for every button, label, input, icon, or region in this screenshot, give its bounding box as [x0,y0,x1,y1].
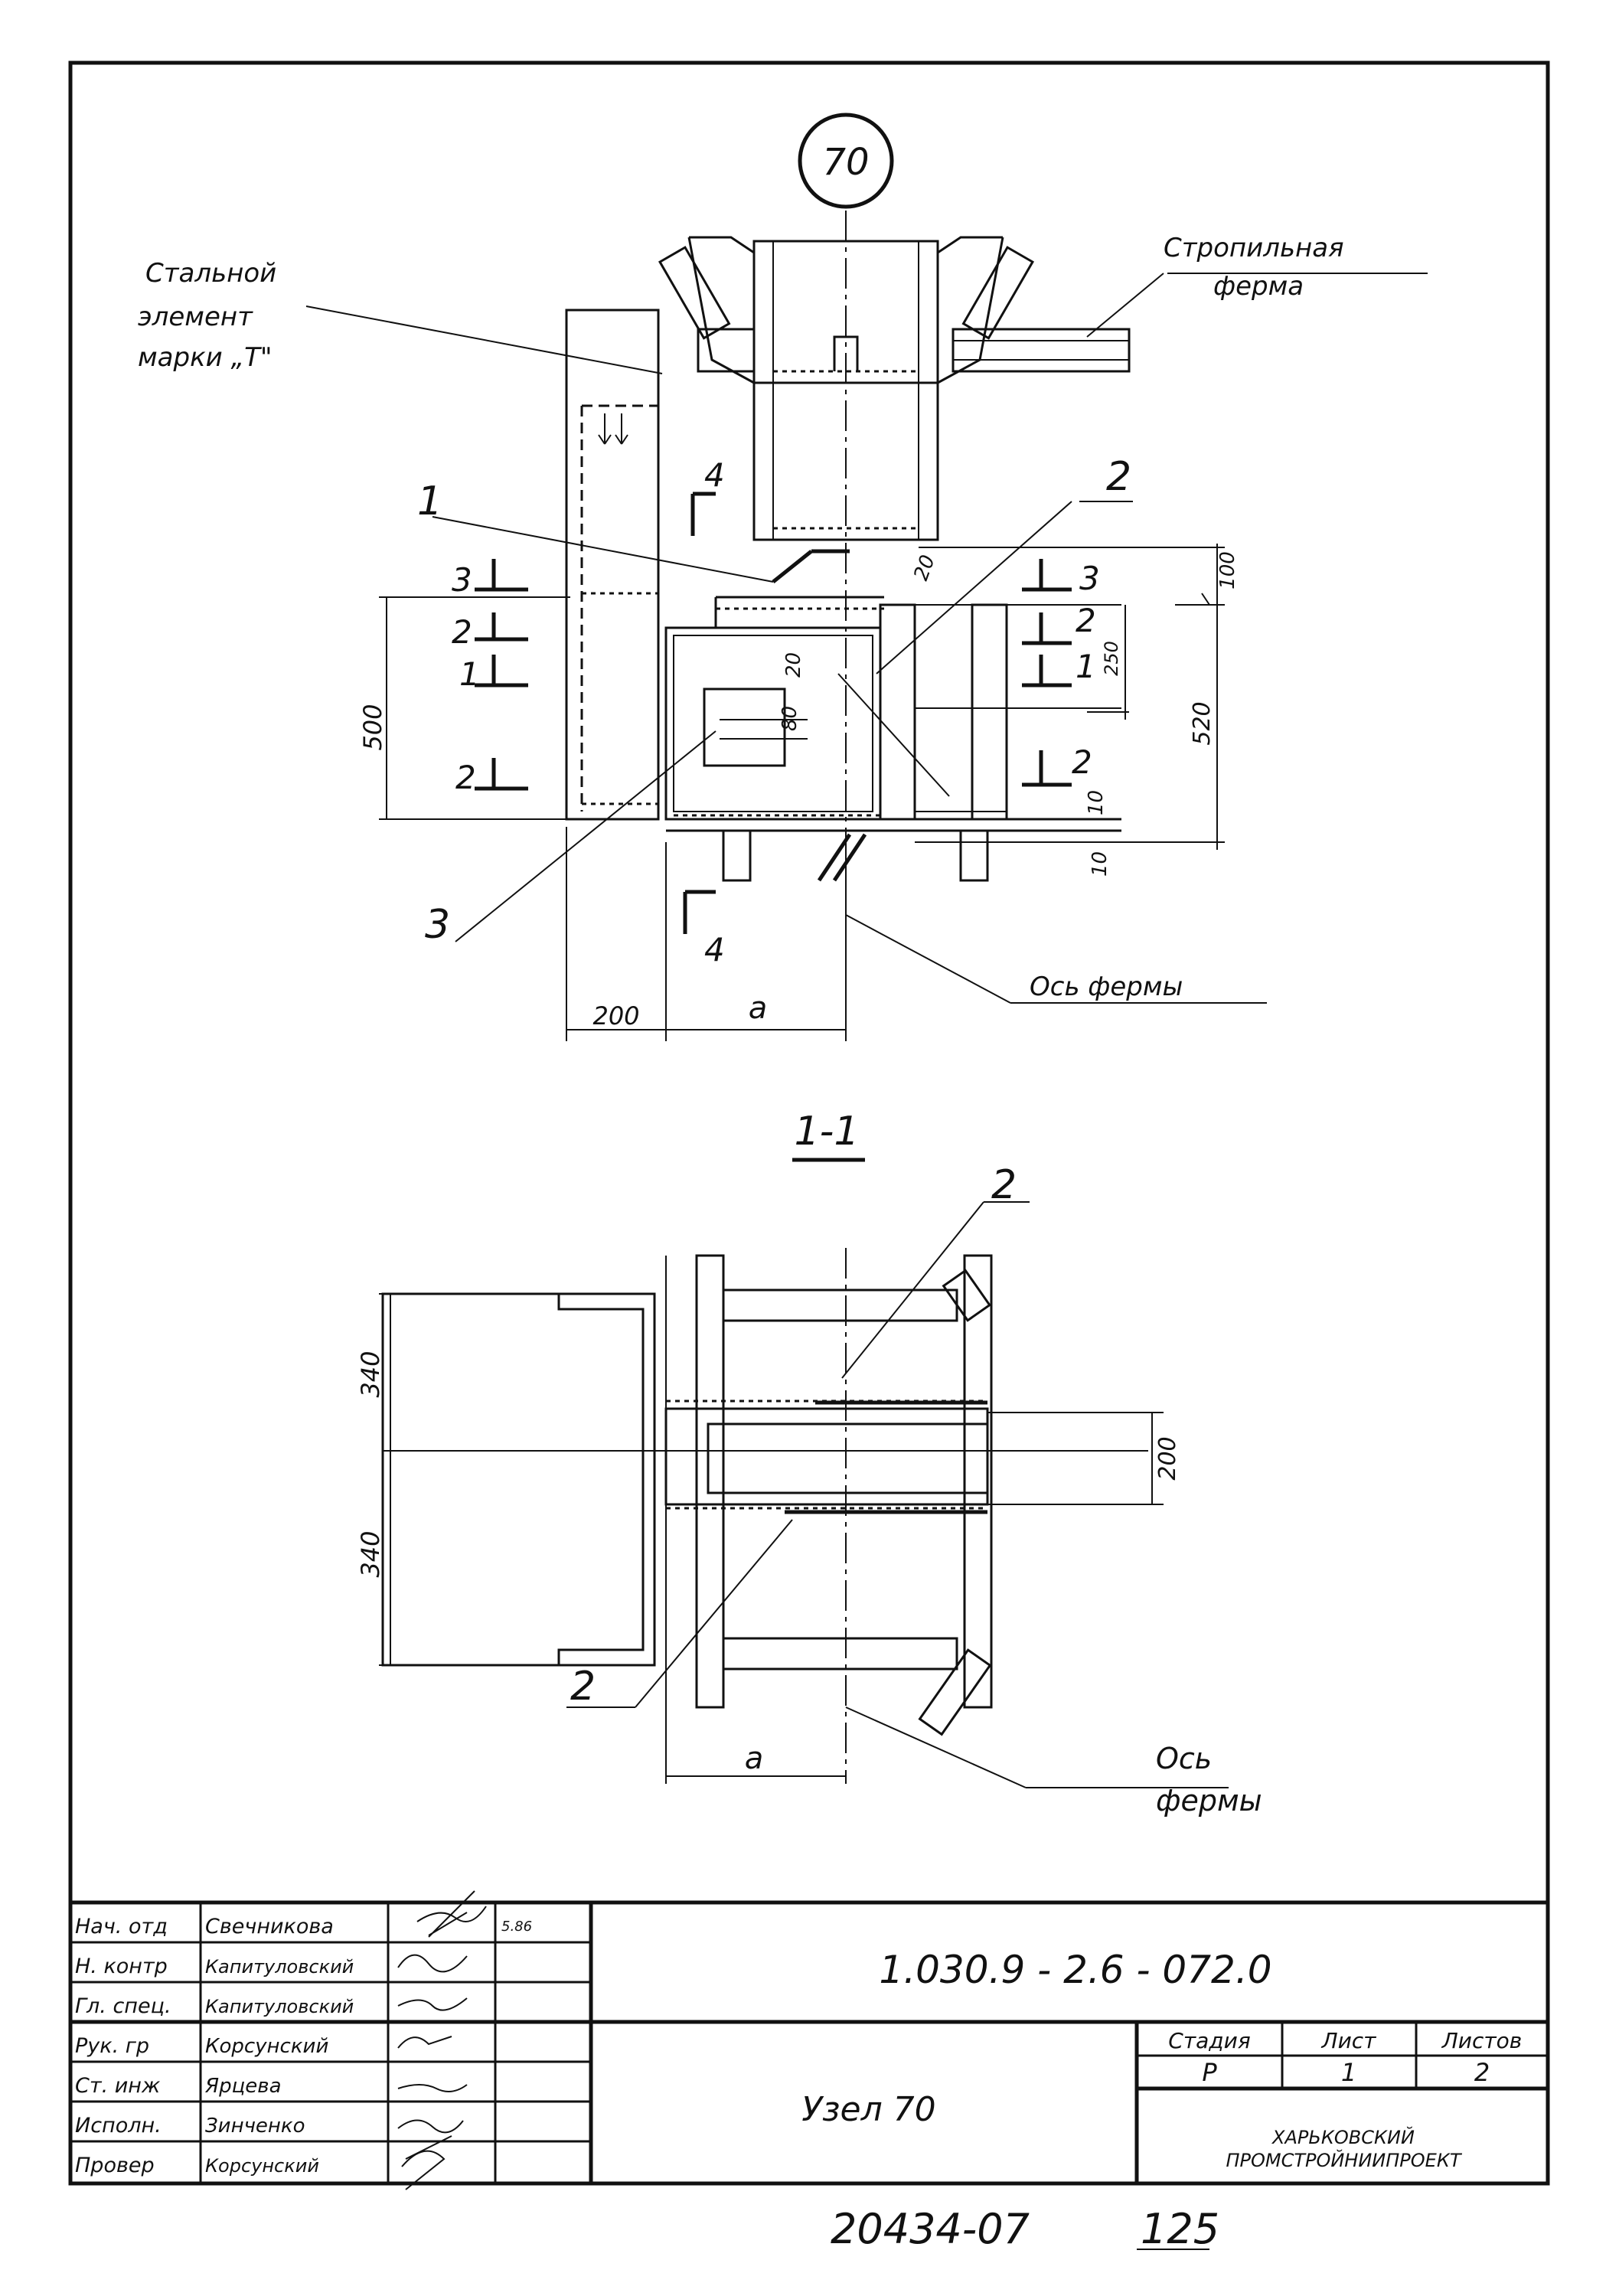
svg-text:70: 70 [822,141,869,184]
svg-text:20: 20 [909,552,940,583]
personnel-rows: Нач. отд Свечникова 5.86 Н. контр Капиту… [75,1915,532,2177]
svg-text:100: 100 [1216,551,1239,590]
svg-text:Нач. отд: Нач. отд [75,1915,168,1938]
svg-text:2: 2 [452,613,472,651]
node-marker: 70 [798,113,894,209]
svg-text:Н. контр: Н. контр [75,1955,168,1978]
svg-text:Стадия: Стадия [1168,2028,1250,2053]
connection-box [664,626,882,821]
sheet-title: Узел 70 [801,2090,935,2129]
svg-text:4: 4 [704,931,725,968]
inventory-number: 20434-07 [831,2205,1030,2253]
svg-text:2: 2 [1076,602,1096,639]
svg-text:марки „Т": марки „Т" [138,342,273,373]
document-code: 1.030.9 - 2.6 - 072.0 [879,1948,1271,1992]
svg-text:5.86: 5.86 [501,1919,532,1935]
svg-text:Ось: Ось [1156,1742,1212,1775]
svg-text:2: 2 [991,1162,1017,1208]
svg-text:340: 340 [356,1350,385,1397]
svg-text:Корсунский: Корсунский [205,2035,328,2058]
svg-text:20: 20 [782,652,805,678]
svg-text:340: 340 [356,1530,385,1577]
svg-text:200: 200 [1154,1436,1181,1480]
svg-text:1: 1 [1341,2058,1356,2087]
page-number: 125 [1141,2205,1219,2253]
svg-text:элемент: элемент [138,302,253,332]
section-1-1: 1-1 [379,1109,1229,1788]
svg-text:Капитуловский: Капитуловский [205,1956,354,1978]
svg-text:ПРОМСТРОЙНИИПРОЕКТ: ПРОМСТРОЙНИИПРОЕКТ [1226,2149,1462,2171]
top-view [305,211,1428,1041]
svg-text:фермы: фермы [1156,1784,1262,1818]
footer: 20434-07 125 [831,2205,1219,2253]
svg-text:Стропильная: Стропильная [1164,233,1344,263]
svg-text:2: 2 [570,1664,596,1710]
svg-text:250: 250 [1101,641,1122,676]
svg-text:3: 3 [452,561,472,599]
svg-text:1: 1 [459,655,480,693]
svg-text:Рук. гр: Рук. гр [75,2034,149,2058]
svg-text:Р: Р [1202,2058,1217,2087]
svg-text:Корсунский: Корсунский [205,2155,319,2177]
svg-text:4: 4 [704,456,725,494]
svg-text:Лист: Лист [1321,2028,1377,2053]
section-1-1-labels: 2 2 340 340 200 a Ось фермы [356,1162,1262,1818]
svg-text:10: 10 [1089,851,1111,877]
steel-element-column [565,309,660,821]
column-channel [381,1292,656,1667]
svg-text:Капитуловский: Капитуловский [205,1996,354,2017]
svg-text:2: 2 [1474,2058,1490,2087]
svg-text:ХАРЬКОВСКИЙ: ХАРЬКОВСКИЙ [1271,2126,1415,2148]
svg-text:ферма: ферма [1213,271,1304,302]
svg-text:Листов: Листов [1441,2028,1523,2053]
svg-text:Ст. инж: Ст. инж [75,2074,161,2098]
svg-text:Исполн.: Исполн. [75,2114,162,2138]
svg-text:Стальной: Стальной [145,258,276,289]
svg-text:a: a [745,1741,764,1776]
svg-text:Ярцева: Ярцева [204,2075,282,2098]
svg-text:10: 10 [1085,790,1108,815]
svg-text:2: 2 [1106,454,1131,500]
svg-text:2: 2 [455,759,476,796]
svg-text:a: a [749,991,768,1026]
top-view-labels: Стальной элемент марки „Т" Стропильная ф… [138,233,1344,1030]
svg-text:3: 3 [425,902,450,948]
svg-text:1: 1 [1076,648,1096,685]
svg-text:80: 80 [778,706,801,731]
svg-text:3: 3 [1079,560,1100,597]
svg-text:Провер: Провер [75,2154,155,2177]
section-title: 1-1 [795,1109,860,1155]
svg-text:200: 200 [592,1001,639,1030]
svg-text:500: 500 [358,704,387,750]
signature-marks [397,1890,487,2190]
svg-text:2: 2 [1072,743,1092,781]
title-block: Нач. отд Свечникова 5.86 Н. контр Капиту… [68,1890,1550,2190]
svg-text:Свечникова: Свечникова [205,1915,334,1938]
svg-text:Ось фермы: Ось фермы [1030,972,1183,1002]
svg-text:Зинченко: Зинченко [205,2115,305,2138]
svg-text:520: 520 [1189,701,1216,745]
svg-text:1: 1 [417,478,442,524]
svg-text:Гл. спец.: Гл. спец. [75,1994,171,2018]
